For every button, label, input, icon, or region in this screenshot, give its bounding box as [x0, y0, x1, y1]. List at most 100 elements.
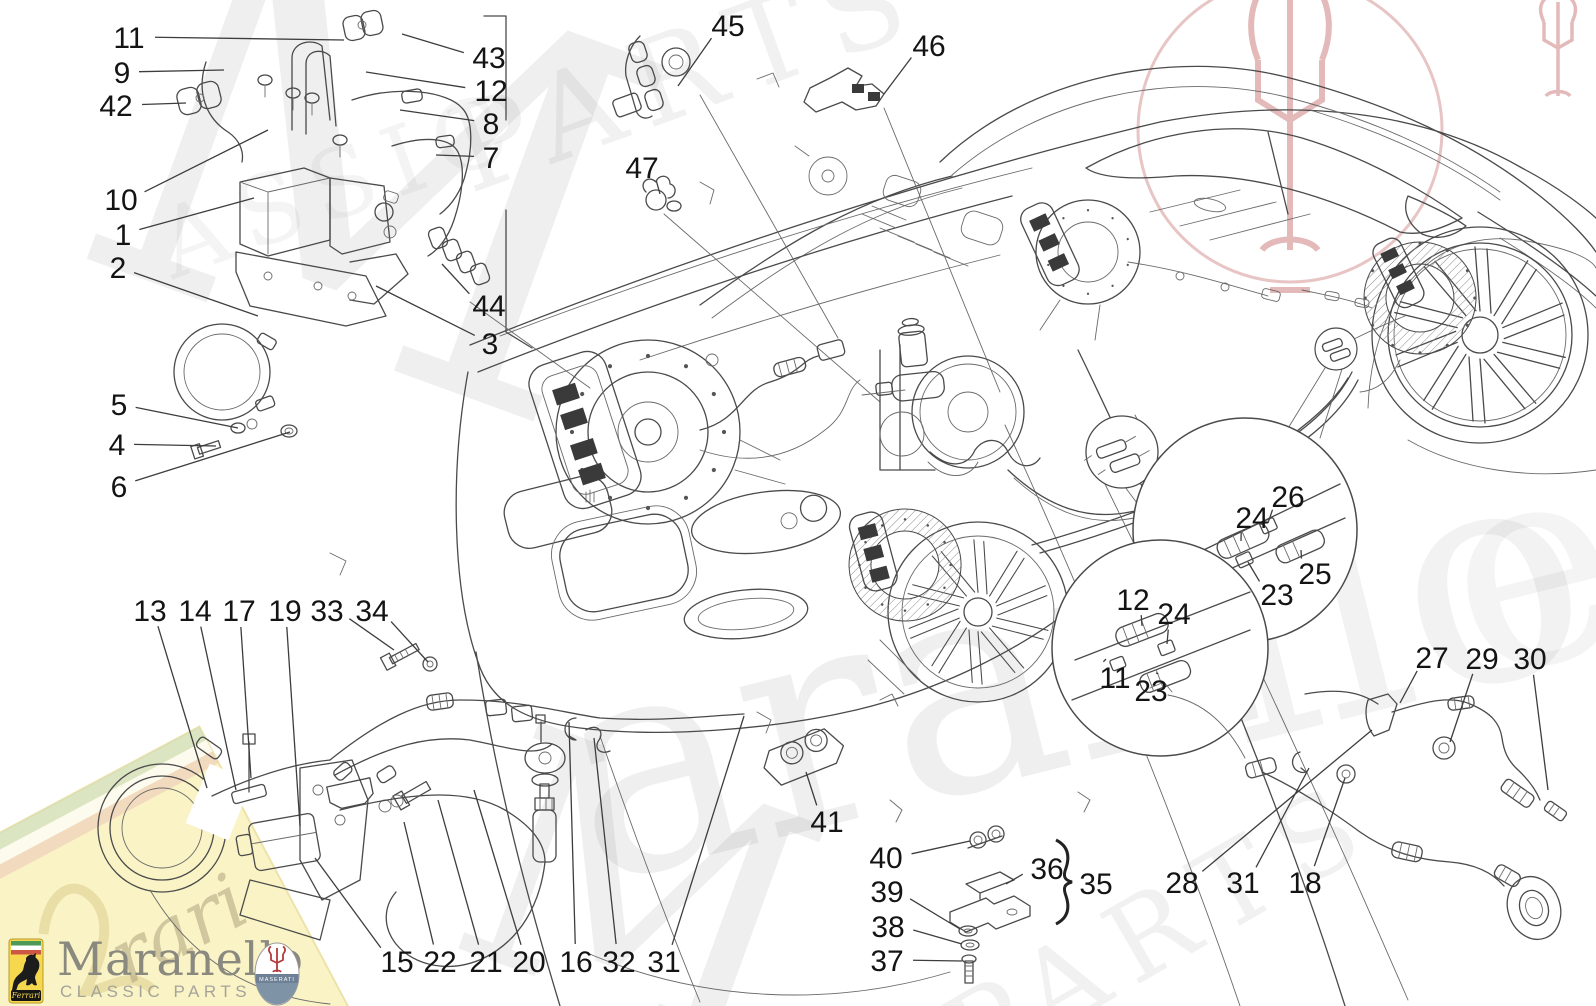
leader-line: [1532, 674, 1549, 791]
callout-33[interactable]: 33: [310, 595, 343, 628]
classic-parts-label: CLASSIC PARTS: [60, 982, 252, 1001]
abs-hydraulic-unit-group: [173, 9, 591, 460]
callout-2[interactable]: 2: [110, 252, 127, 285]
callout-21[interactable]: 21: [469, 946, 502, 979]
callout-36[interactable]: 36: [1030, 853, 1063, 886]
callout-9[interactable]: 9: [114, 57, 131, 90]
callout-12[interactable]: 12: [474, 75, 507, 108]
clamp-43: [342, 9, 384, 42]
clamp-ring: [173, 323, 277, 421]
leader-line: [913, 929, 963, 945]
callout-40[interactable]: 40: [869, 842, 902, 875]
callout-5[interactable]: 5: [111, 389, 128, 422]
leader-line: [1267, 509, 1274, 524]
leader-line: [909, 898, 961, 930]
callout-31[interactable]: 31: [1226, 867, 1259, 900]
callout-1[interactable]: 1: [115, 219, 132, 252]
leader-line: [240, 626, 252, 779]
callout-42[interactable]: 42: [99, 90, 132, 123]
maserati-trident-watermark: [1136, 0, 1444, 293]
leader-lines-layer: [133, 33, 1549, 962]
leader-line: [1399, 670, 1418, 704]
leader-line: [1313, 777, 1346, 867]
callout-24[interactable]: 24: [1235, 502, 1268, 535]
callout-4[interactable]: 4: [109, 429, 126, 462]
callout-8[interactable]: 8: [483, 108, 500, 141]
callout-28[interactable]: 28: [1165, 867, 1198, 900]
callout-11[interactable]: 11: [1099, 662, 1130, 695]
callout-14[interactable]: 14: [178, 595, 211, 628]
callout-46[interactable]: 46: [912, 30, 945, 63]
clip-46: [794, 67, 1001, 393]
callout-13[interactable]: 13: [133, 595, 166, 628]
callout-39[interactable]: 39: [870, 876, 903, 909]
leader-line: [144, 129, 269, 193]
leader-line: [399, 109, 475, 122]
callout-15[interactable]: 15: [380, 946, 413, 979]
leader-line: [655, 180, 661, 195]
callout-6[interactable]: 6: [111, 471, 128, 504]
brace-35: [1055, 838, 1073, 926]
leader-line: [1247, 561, 1261, 582]
clamp-44: [427, 226, 491, 286]
callout-47[interactable]: 47: [625, 152, 658, 185]
callout-38[interactable]: 38: [871, 911, 904, 944]
clamp-42: [176, 80, 222, 116]
callout-18[interactable]: 18: [1288, 867, 1321, 900]
front-brake-assembly: [528, 339, 861, 525]
callout-41[interactable]: 41: [810, 806, 843, 839]
callout-11[interactable]: 11: [113, 22, 144, 55]
leader-line: [390, 621, 429, 663]
callout-26[interactable]: 26: [1271, 481, 1304, 514]
leader-line: [912, 959, 963, 962]
cable-damper: [524, 714, 566, 863]
leader-line: [568, 721, 576, 945]
callout-35[interactable]: 35: [1079, 868, 1112, 901]
leader-line: [403, 821, 435, 945]
leader-line: [883, 57, 912, 95]
leader-line: [314, 857, 382, 949]
leader-line: [1140, 615, 1143, 627]
leader-line: [135, 406, 239, 429]
leader-line: [133, 272, 259, 317]
clip-45: [612, 35, 839, 339]
leader-line: [437, 799, 480, 945]
callout-22[interactable]: 22: [423, 946, 456, 979]
maserati-oval-badge: MASERATI: [254, 942, 300, 1006]
callout-17[interactable]: 17: [222, 595, 255, 628]
parking-brake-group: [97, 552, 745, 1005]
callout-20[interactable]: 20: [512, 946, 545, 979]
callout-44[interactable]: 44: [472, 290, 505, 323]
callout-23[interactable]: 23: [1134, 675, 1167, 708]
callout-3[interactable]: 3: [482, 328, 499, 361]
callout-30[interactable]: 30: [1513, 643, 1546, 676]
leader-line: [138, 69, 225, 73]
leader-line: [348, 618, 395, 651]
callout-10[interactable]: 10: [104, 184, 137, 217]
callout-23[interactable]: 23: [1260, 579, 1293, 612]
callout-31[interactable]: 31: [647, 946, 680, 979]
callout-45[interactable]: 45: [711, 10, 744, 43]
callout-37[interactable]: 37: [870, 945, 903, 978]
maserati-trident-watermark-small: [1538, 0, 1578, 98]
callout-24[interactable]: 24: [1157, 598, 1190, 631]
leader-line: [1005, 873, 1024, 885]
callout-12[interactable]: 12: [1116, 584, 1149, 617]
leader-line: [375, 285, 476, 336]
callout-7[interactable]: 7: [483, 142, 500, 175]
callout-43[interactable]: 43: [472, 42, 505, 75]
callout-19[interactable]: 19: [268, 595, 301, 628]
ferrari-badge: Ferrari: [8, 938, 44, 1004]
callout-16[interactable]: 16: [559, 946, 592, 979]
leader-line: [286, 626, 301, 827]
callout-25[interactable]: 25: [1298, 558, 1331, 591]
detail-circle-fittings-2: [1051, 539, 1269, 757]
callout-32[interactable]: 32: [602, 946, 635, 979]
leader-line: [805, 771, 818, 806]
callout-29[interactable]: 29: [1465, 643, 1498, 676]
callout-27[interactable]: 27: [1415, 642, 1448, 675]
callout-34[interactable]: 34: [355, 595, 388, 628]
leader-line: [200, 626, 237, 791]
leader-line: [1166, 629, 1169, 645]
